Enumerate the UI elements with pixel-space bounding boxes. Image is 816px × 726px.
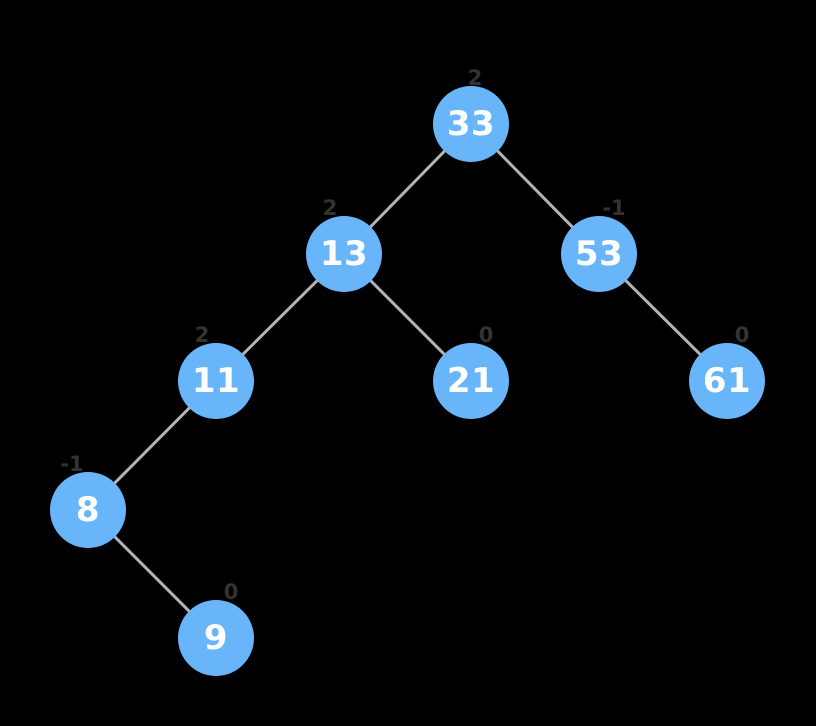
balance-factor-label: -1: [602, 196, 626, 220]
tree-node-value: 61: [702, 361, 752, 401]
tree-node[interactable]: 33: [433, 86, 509, 162]
tree-node[interactable]: 11: [178, 343, 254, 419]
tree-node[interactable]: 61: [689, 343, 765, 419]
balance-factor-label: 0: [734, 323, 750, 347]
tree-node-value: 11: [191, 361, 241, 401]
tree-edge: [110, 532, 194, 616]
balance-factor-label: 0: [478, 323, 494, 347]
tree-node[interactable]: 21: [433, 343, 509, 419]
balance-factor-label: 2: [194, 323, 210, 347]
balance-factor-label: 2: [322, 196, 338, 220]
tree-node[interactable]: 9: [178, 600, 254, 676]
tree-edge: [622, 276, 704, 359]
tree-node-value: 21: [446, 361, 496, 401]
tree-node-value: 13: [319, 234, 369, 274]
balance-factor-label: -1: [60, 452, 84, 476]
tree-edge: [110, 404, 194, 487]
tree-node[interactable]: 13: [306, 216, 382, 292]
tree-node-value: 53: [574, 234, 624, 274]
tree-node-value: 8: [75, 490, 101, 530]
tree-edge: [366, 147, 449, 231]
tree-node-value: 33: [446, 104, 496, 144]
tree-edge: [239, 276, 321, 359]
tree-edge: [366, 276, 449, 359]
tree-node-value: 9: [203, 618, 229, 658]
balance-factor-label: 2: [467, 66, 483, 90]
tree-node[interactable]: 53: [561, 216, 637, 292]
balance-factor-label: 0: [223, 580, 239, 604]
tree-node[interactable]: 8: [50, 472, 126, 548]
tree-edge: [493, 147, 577, 231]
